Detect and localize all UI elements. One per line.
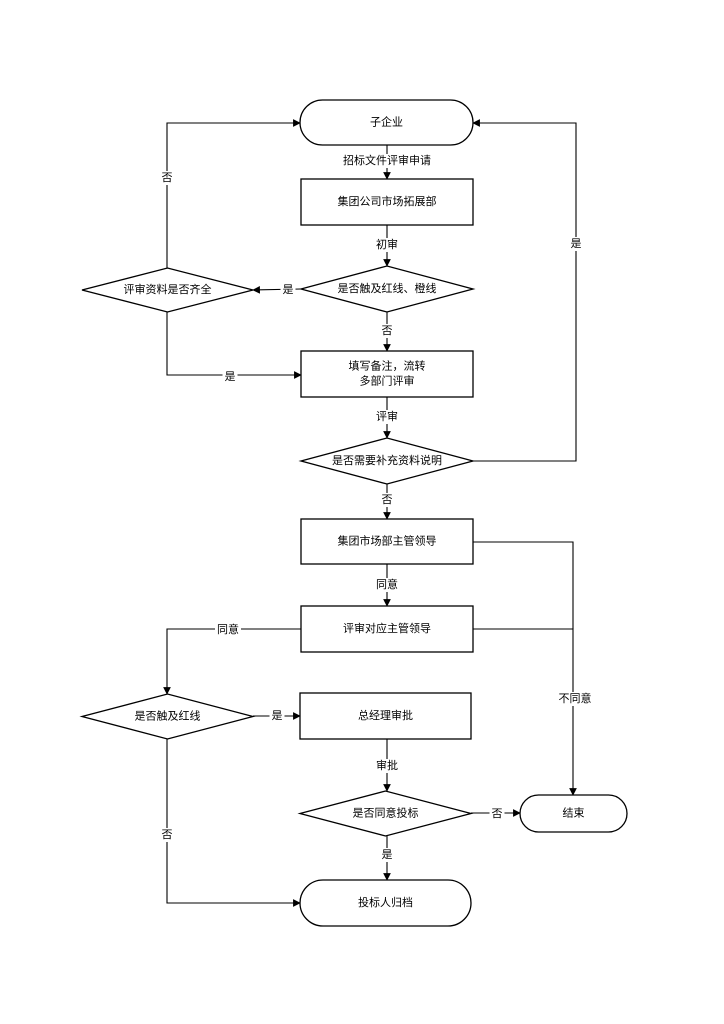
decision-shape — [81, 267, 254, 313]
terminal-shape — [519, 794, 628, 833]
edge-redline-check-to-archive — [166, 739, 301, 907]
edge-label: 是 — [283, 283, 294, 296]
decision-shape — [298, 437, 476, 485]
node-market-dept: 集团公司市场拓展部 — [300, 178, 474, 226]
edge-materials-complete-to-notes-multi-review — [166, 312, 302, 379]
edge-market-dept-leader-to-end — [473, 541, 574, 629]
edge-label: 审批 — [376, 758, 398, 772]
node-redline-orange-check: 是否触及红线、橙线 — [298, 265, 476, 313]
edge-label: 是 — [382, 848, 393, 861]
process-shape — [299, 692, 472, 740]
node-label: 集团公司市场拓展部 — [338, 194, 437, 208]
node-start: 子企业 — [299, 99, 474, 146]
edge-label-bg — [568, 237, 584, 251]
edge-label: 是 — [225, 370, 236, 383]
edge-label-bg — [159, 171, 175, 185]
node-review-leader: 评审对应主管领导 — [300, 605, 474, 653]
edge-label-bg — [280, 283, 296, 297]
node-end: 结束 — [519, 794, 628, 833]
edge-label-bg — [379, 324, 395, 338]
edge-label-bg — [222, 370, 238, 384]
edge-label-bg — [215, 623, 241, 637]
edge-label: 否 — [382, 324, 393, 337]
edge-review-leader-to-redline-check — [163, 628, 301, 695]
edge-label: 同意 — [217, 622, 239, 636]
edge-label-bg — [374, 238, 400, 252]
node-label: 总经理审批 — [358, 708, 413, 722]
node-materials-complete: 评审资料是否齐全 — [81, 267, 254, 313]
edge-label: 招标文件评审申请 — [343, 153, 431, 167]
edge-label: 否 — [162, 828, 173, 841]
node-label: 填写备注，流转 — [349, 359, 426, 373]
edge-review-leader-to-end — [473, 628, 577, 796]
decision-shape — [79, 693, 256, 740]
edge-label-bg — [379, 848, 395, 862]
edge-label: 否 — [492, 807, 503, 820]
edge-label-bg — [374, 410, 400, 424]
decision-shape — [298, 265, 476, 313]
node-label: 是否需要补充资料说明 — [332, 453, 442, 467]
node-label: 结束 — [563, 807, 585, 820]
process-shape — [300, 350, 474, 398]
edge-label-bg — [374, 759, 400, 773]
node-label: 子企业 — [370, 115, 403, 129]
process-shape — [300, 178, 474, 226]
node-label: 评审资料是否齐全 — [124, 282, 212, 296]
edge-materials-complete-to-start — [166, 119, 301, 268]
node-agree-bid: 是否同意投标 — [297, 790, 474, 837]
terminal-shape — [299, 99, 474, 146]
node-label: 是否同意投标 — [353, 806, 419, 820]
edge-label: 是 — [571, 237, 582, 250]
decision-shape — [297, 790, 474, 837]
node-label: 多部门评审 — [360, 374, 415, 388]
edge-label: 初审 — [376, 237, 398, 251]
process-shape — [300, 518, 474, 565]
edge-label-bg — [159, 828, 175, 842]
edge-label-bg — [556, 692, 594, 706]
edge-label: 同意 — [376, 577, 398, 591]
edge-label: 否 — [382, 493, 393, 506]
node-gm-approval: 总经理审批 — [299, 692, 472, 740]
edge-label-bg — [374, 578, 400, 592]
edge-label-bg — [341, 154, 433, 168]
node-label: 是否触及红线、橙线 — [338, 281, 437, 295]
edge-label-bg — [269, 709, 285, 723]
edge-label: 否 — [162, 171, 173, 184]
terminal-shape — [299, 879, 472, 927]
node-label: 是否触及红线 — [135, 709, 201, 723]
node-redline-check: 是否触及红线 — [79, 693, 256, 740]
node-market-dept-leader: 集团市场部主管领导 — [300, 518, 474, 565]
edge-label-bg — [489, 807, 505, 821]
node-label: 评审对应主管领导 — [343, 621, 431, 635]
node-archive: 投标人归档 — [299, 879, 472, 927]
edge-label: 不同意 — [559, 691, 592, 705]
edge-label: 评审 — [376, 409, 398, 423]
node-need-supplement: 是否需要补充资料说明 — [298, 437, 476, 485]
edge-need-supplement-to-start — [472, 119, 577, 462]
edge-label: 是 — [272, 709, 283, 722]
process-shape — [300, 605, 474, 653]
edge-label-bg — [379, 493, 395, 507]
node-label: 集团市场部主管领导 — [338, 534, 437, 548]
node-label: 投标人归档 — [358, 895, 413, 909]
